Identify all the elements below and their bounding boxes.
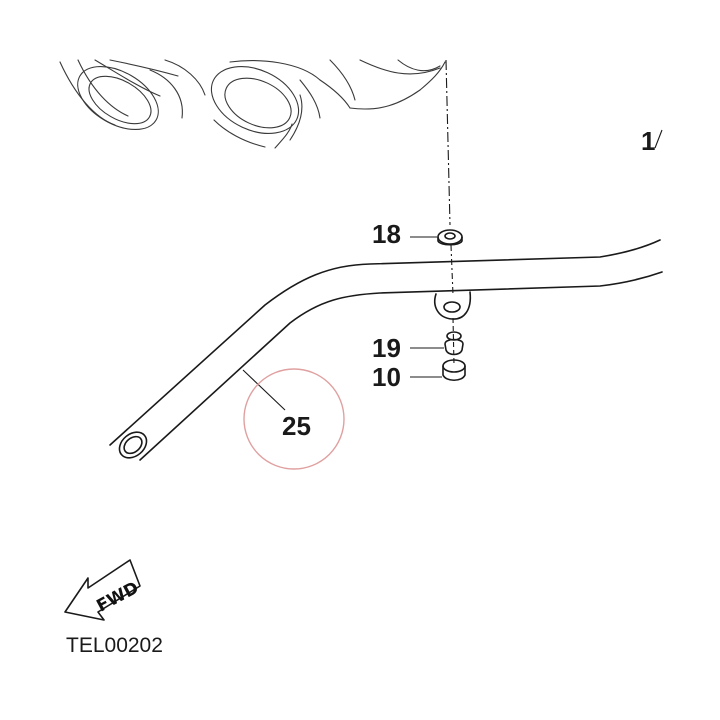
callout-19: 19 — [372, 333, 401, 363]
callout-10: 10 — [372, 362, 401, 392]
callout-1: 1 — [641, 126, 655, 156]
washer-part-18 — [437, 229, 463, 246]
leader-25 — [242, 369, 286, 411]
centerline-middle — [450, 244, 454, 296]
leader-1 — [654, 129, 663, 149]
tube-part-25 — [109, 239, 663, 461]
figure-reference: TEL00202 — [66, 634, 163, 657]
highlight-circle-25 — [243, 368, 345, 470]
fwd-label: FWD — [93, 578, 142, 617]
fwd-arrow-icon: FWD — [64, 559, 142, 621]
centerline-lower — [452, 317, 455, 366]
engine-assembly-outline — [59, 59, 446, 149]
grommet-part-19 — [444, 331, 464, 356]
nut-part-10 — [442, 359, 466, 382]
centerline-upper — [445, 59, 451, 226]
callout-18: 18 — [372, 219, 401, 249]
callout-25: 25 — [282, 411, 311, 441]
